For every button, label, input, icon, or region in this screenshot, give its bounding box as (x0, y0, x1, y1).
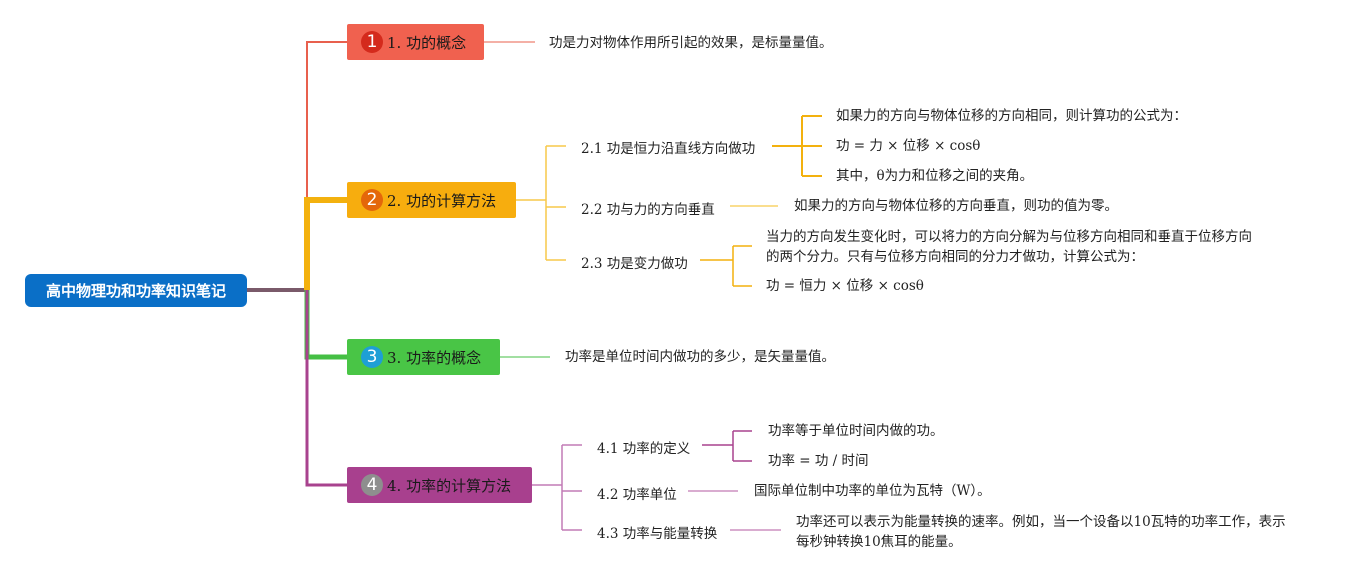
branch-3-leaf[interactable]: 功率是单位时间内做功的多少，是矢量量值。 (565, 349, 835, 365)
subtopic-2-3-leaf-1[interactable]: 当力的方向发生变化时，可以将力的方向分解为与位移方向相同和垂直于位移方向的两个分… (766, 229, 1252, 265)
subtopic-2-3[interactable]: 2.3 功是变力做功 (581, 256, 688, 272)
subtopic-4-2-leaf-1[interactable]: 国际单位制中功率的单位为瓦特（W）。 (754, 483, 991, 499)
subtopic-4-2[interactable]: 4.2 功率单位 (597, 487, 677, 503)
branch-3-topic[interactable]: 3 3. 功率的概念 (347, 339, 500, 375)
number-badge-4: 4 (361, 474, 383, 496)
branch2-connector (304, 197, 347, 290)
branch4-1-leaf-connector (702, 430, 752, 462)
branch2-sub-connector (516, 145, 566, 261)
subtopic-4-1[interactable]: 4.1 功率的定义 (597, 441, 691, 457)
subtopic-2-1-leaf-3[interactable]: 其中，θ为力和位移之间的夹角。 (836, 168, 1034, 184)
subtopic-2-1-leaf-1[interactable]: 如果力的方向与物体位移的方向相同，则计算功的公式为： (836, 108, 1187, 124)
number-badge-1: 1 (361, 31, 383, 53)
branch4-sub-connector (532, 444, 582, 531)
branch-3-label: 3. 功率的概念 (387, 348, 482, 367)
subtopic-2-1-leaf-2[interactable]: 功 = 力 × 位移 × cosθ (836, 138, 981, 154)
branch-1-leaf[interactable]: 功是力对物体作用所引起的效果，是标量量值。 (549, 35, 833, 51)
subtopic-4-3[interactable]: 4.3 功率与能量转换 (597, 526, 718, 542)
subtopic-2-2[interactable]: 2.2 功与力的方向垂直 (581, 202, 715, 218)
branch2-3-leaf-connector (700, 245, 752, 287)
branch-1-topic[interactable]: 1 1. 功的概念 (347, 24, 484, 60)
subtopic-4-1-leaf-2[interactable]: 功率 = 功 / 时间 (768, 453, 869, 469)
branch-2-label: 2. 功的计算方法 (387, 191, 497, 210)
subtopic-2-1[interactable]: 2.1 功是恒力沿直线方向做功 (581, 141, 756, 157)
root-topic[interactable]: 高中物理功和功率知识笔记 (25, 274, 247, 307)
branch3-connector (304, 290, 347, 360)
branch2-1-leaf-connector (772, 115, 822, 177)
subtopic-2-2-leaf-1[interactable]: 如果力的方向与物体位移的方向垂直，则功的值为零。 (794, 198, 1118, 214)
subtopic-2-3-leaf-2[interactable]: 功 = 恒力 × 位移 × cosθ (766, 278, 924, 294)
branch-1-label: 1. 功的概念 (387, 33, 467, 52)
branch-4-label: 4. 功率的计算方法 (387, 476, 512, 495)
branch4-connector (305, 290, 347, 487)
subtopic-4-1-leaf-1[interactable]: 功率等于单位时间内做的功。 (768, 423, 944, 439)
branch-4-topic[interactable]: 4 4. 功率的计算方法 (347, 467, 532, 503)
branch-2-topic[interactable]: 2 2. 功的计算方法 (347, 182, 516, 218)
number-badge-2: 2 (361, 189, 383, 211)
branch1-connector (306, 41, 347, 290)
number-badge-3: 3 (361, 346, 383, 368)
subtopic-4-3-leaf-1[interactable]: 功率还可以表示为能量转换的速率。例如，当一个设备以10瓦特的功率工作，表示每秒钟… (796, 514, 1286, 550)
